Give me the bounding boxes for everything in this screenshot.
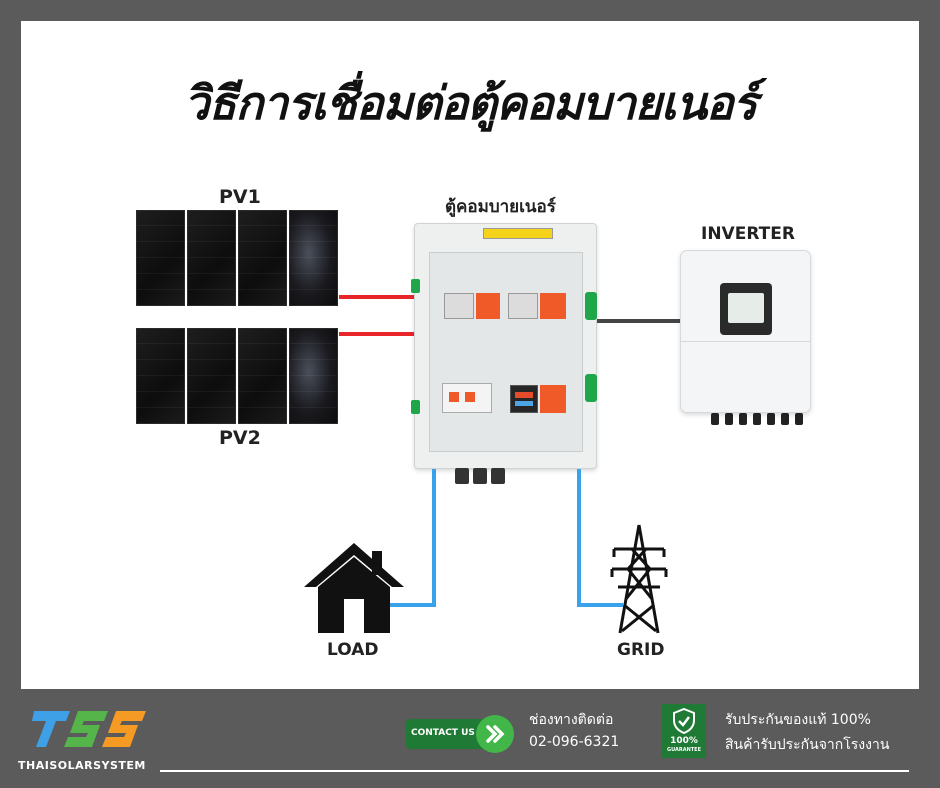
footer: THAISOLARSYSTEM CONTACT US ช่องทางติดต่อ… <box>0 689 940 788</box>
pv1-label: PV1 <box>219 186 261 208</box>
connector <box>411 400 420 414</box>
solar-panel-icon <box>289 210 338 306</box>
dc-spd <box>476 293 500 319</box>
cable-gland <box>455 468 469 484</box>
house-icon <box>304 543 404 633</box>
solar-panel-icon <box>187 328 236 424</box>
badge-percent: 100% <box>670 736 698 746</box>
page-title: วิธีการเชื่อมต่อตู้คอมบายเนอร์ <box>183 76 758 130</box>
pv2-label: PV2 <box>219 427 261 449</box>
pv1-dc-wire <box>339 295 415 299</box>
combiner-box <box>411 223 597 484</box>
contact-label: ช่องทางติดต่อ <box>529 712 614 728</box>
shield-check-icon <box>673 708 695 734</box>
solar-panel-icon <box>238 210 287 306</box>
ac-breaker <box>442 383 492 413</box>
warranty-line-2: สินค้ารับประกันจากโรงงาน <box>725 737 890 753</box>
cable-gland <box>473 468 487 484</box>
footer-divider <box>160 770 909 772</box>
inverter-label: INVERTER <box>701 224 795 244</box>
dc-breaker <box>444 293 474 319</box>
inverter-screen <box>720 283 772 335</box>
meter-display <box>510 385 538 413</box>
inverter-unit <box>680 250 811 425</box>
inverter-wire <box>597 319 680 323</box>
grid-wire <box>577 469 623 607</box>
load-wire <box>389 469 436 607</box>
transmission-tower-icon <box>610 524 668 634</box>
warranty-line-1: รับประกันของแท้ 100% <box>725 712 871 728</box>
warning-sticker <box>483 228 553 239</box>
dc-spd <box>540 293 566 319</box>
badge-text: GUARANTEE <box>666 747 702 753</box>
connector <box>585 374 597 402</box>
guarantee-badge: 100% GUARANTEE <box>662 704 706 758</box>
ac-spd <box>540 385 566 413</box>
combiner-inner-panel <box>429 252 583 452</box>
dc-breaker <box>508 293 538 319</box>
tss-logo <box>32 711 146 747</box>
load-label: LOAD <box>327 640 379 660</box>
solar-panel-icon <box>136 328 185 424</box>
connector <box>585 292 597 320</box>
contact-button-label: CONTACT US <box>411 728 475 738</box>
inverter-ports <box>711 413 811 425</box>
phone-number[interactable]: 02-096-6321 <box>529 734 620 750</box>
contact-button[interactable]: CONTACT US <box>406 715 514 753</box>
solar-panel-icon <box>289 328 338 424</box>
brand-name: THAISOLARSYSTEM <box>18 759 146 772</box>
cable-gland <box>491 468 505 484</box>
combiner-label: ตู้คอมบายเนอร์ <box>445 197 556 217</box>
solar-panel-icon <box>238 328 287 424</box>
double-chevron-right-icon <box>476 715 514 753</box>
grid-label: GRID <box>617 640 665 660</box>
ac-wires <box>389 469 623 607</box>
solar-panel-icon <box>187 210 236 306</box>
diagram-card: วิธีการเชื่อมต่อตู้คอมบายเนอร์ PV1 PV2 ต… <box>21 21 919 689</box>
pv2-dc-wire <box>339 332 415 336</box>
connector <box>411 279 420 293</box>
solar-panel-icon <box>136 210 185 306</box>
